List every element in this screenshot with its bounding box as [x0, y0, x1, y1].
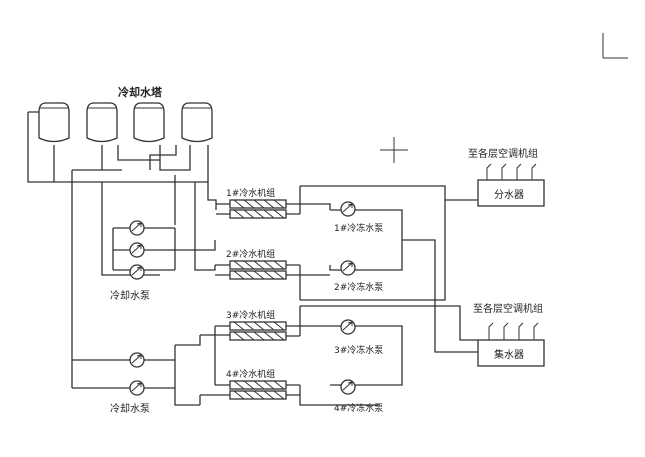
return-header: 至各层空调机组 集水器 [473, 302, 545, 367]
condenser-riser-lower [199, 326, 216, 405]
return-to-units-label: 至各层空调机组 [473, 302, 543, 315]
crosshair-icon [380, 137, 408, 163]
cooling-tower-title: 冷却水塔 [118, 85, 163, 99]
chiller-4-label: 4#冷水机组 [226, 368, 275, 380]
supply-header-box [477, 179, 545, 207]
chilled-pump-1-label: 1#冷冻水泵 [334, 222, 383, 234]
page-corner-mark [602, 33, 628, 59]
pump-icon [129, 352, 145, 368]
chilled-pump-3: 3#冷冻水泵 [334, 319, 383, 356]
pump-icon [340, 319, 356, 335]
cooling-tower-icon [133, 102, 165, 143]
chilled-pump-1: 1#冷冻水泵 [334, 201, 383, 234]
supply-outlet-branches [486, 163, 537, 180]
pump-icon [129, 220, 145, 236]
chiller-icon [229, 321, 287, 341]
cooling-tower-icon [86, 102, 118, 143]
chilled-pump-4: 4#冷冻水泵 [334, 379, 383, 414]
chilled-water-piping [299, 185, 478, 406]
chiller-2: 2#冷水机组 [215, 248, 300, 280]
chiller-3-label: 3#冷水机组 [226, 309, 275, 321]
supply-header-label: 分水器 [494, 189, 524, 201]
chilled-pump-2: 2#冷冻水泵 [334, 260, 383, 293]
chiller-1: 1#冷水机组 [216, 187, 300, 219]
chiller-2-label: 2#冷水机组 [226, 248, 275, 260]
pump-icon [129, 380, 145, 396]
return-header-box [477, 339, 545, 367]
chiller-4: 4#冷水机组 [200, 368, 300, 400]
chilled-pump-2-label: 2#冷冻水泵 [334, 281, 383, 293]
supply-header: 至各层空调机组 分水器 [468, 147, 545, 207]
cooling-tower-piping [27, 111, 217, 365]
pump-icon [129, 242, 145, 258]
cooling-pump-top-label: 冷却水泵 [110, 289, 150, 302]
pump-icon [340, 260, 356, 276]
pump-icon [340, 201, 356, 217]
chiller-1-label: 1#冷水机组 [226, 187, 275, 199]
chiller-icon [229, 199, 287, 219]
cooling-pump-bottom-label: 冷却水泵 [110, 402, 150, 415]
cooling-pump-group-top: 冷却水泵 [110, 220, 216, 302]
chiller-icon [229, 380, 287, 400]
chilled-pump-4-label: 4#冷冻水泵 [334, 402, 383, 414]
cooling-tower-group [38, 102, 213, 143]
return-header-label: 集水器 [494, 348, 524, 361]
cooling-tower-icon [181, 102, 213, 143]
cooling-pump-group-bottom: 冷却水泵 [71, 335, 201, 415]
cooling-tower-icon [38, 102, 70, 143]
chilled-pump-3-label: 3#冷冻水泵 [334, 344, 383, 356]
pump-icon [340, 379, 356, 395]
return-inlet-branches [488, 322, 539, 340]
chiller-icon [229, 260, 287, 280]
supply-to-units-label: 至各层空调机组 [468, 147, 538, 160]
pump-icon [129, 264, 145, 280]
